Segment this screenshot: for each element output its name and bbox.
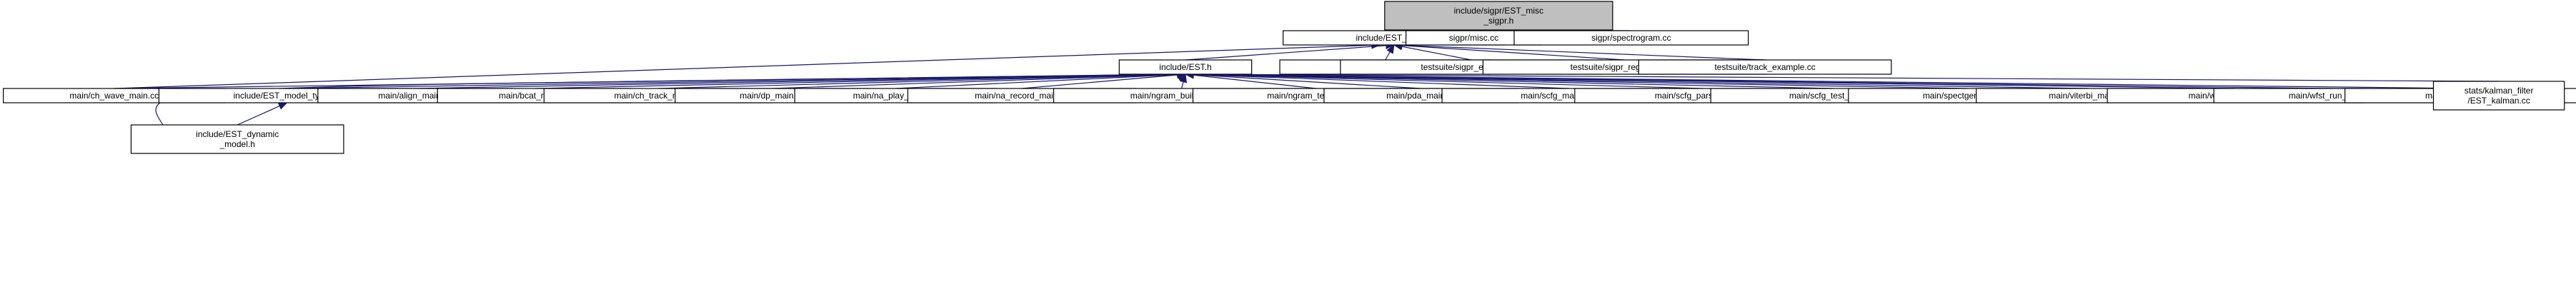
node-label-dynamic_model: include/EST_dynamic: [196, 129, 279, 139]
edge-ch_track-to-est_h: [657, 73, 1186, 89]
edge-track_example-to-est_sigpr: [1393, 44, 1766, 61]
node-box-kalman: [2432, 81, 2565, 111]
node-box-spectrogram: [1513, 30, 1749, 46]
edge-est_h-to-est_sigpr: [1185, 44, 1394, 61]
node-label-kalman: /EST_kalman.cc: [2467, 96, 2530, 106]
arrowhead-dynamic_model-to-model_types: [277, 102, 288, 110]
node-label-pda: main/pda_main.cc: [1386, 91, 1456, 101]
edge-ch_wave-to-est_sigpr: [114, 44, 1380, 89]
node-label-sigpr_misc: _sigpr.h: [1483, 16, 1513, 26]
edge-ngram_test-to-est_h: [1185, 73, 1317, 89]
node-label-dynamic_model: _model.h: [219, 139, 255, 149]
edge-align-to-est_h: [414, 73, 1186, 89]
node-label-align: main/align_main.cc: [378, 91, 452, 101]
node-label-ch_wave: main/ch_wave_main.cc: [69, 91, 159, 101]
node-label-na_record: main/na_record_main.cc: [975, 91, 1068, 101]
edge-scfg_parse-to-est_h: [1185, 73, 1704, 89]
arrowhead-dynamic_model-to-est_h: [1176, 73, 1187, 82]
edge-kalman-to-est_h: [1185, 73, 2500, 82]
edge-dynamic_model-to-model_types: [237, 102, 287, 126]
node-label-sigpr_misc_cc: sigpr/misc.cc: [1449, 33, 1498, 43]
arrowhead-sigfilter-to-est_sigpr: [1386, 44, 1395, 54]
node-box-est_h: [1118, 59, 1253, 75]
node-spectrogram[interactable]: sigpr/spectrogram.cc: [1513, 30, 1749, 46]
node-est_h[interactable]: include/EST.h: [1118, 59, 1253, 75]
node-label-spectrogram: sigpr/spectrogram.cc: [1591, 33, 1671, 43]
edge-pda-to-est_h: [1185, 73, 1421, 89]
node-box-dynamic_model: [130, 124, 344, 154]
node-label-sigpr_misc: include/sigpr/EST_misc: [1454, 6, 1543, 16]
edge-sigpr_example-to-est_sigpr: [1393, 44, 1472, 61]
node-label-est_h: include/EST.h: [1159, 62, 1211, 72]
edge-sigpr_regression-to-est_sigpr: [1393, 44, 1625, 61]
edge-wfst_train-to-est_h: [1185, 73, 2472, 89]
node-layer: include/sigpr/EST_misc_sigpr.h include/ES…: [2, 1, 2576, 154]
edge-bcat-to-est_h: [534, 73, 1186, 89]
node-label-kalman: stats/kalman_filter: [2465, 86, 2534, 96]
node-sigpr_misc: include/sigpr/EST_misc_sigpr.h: [1384, 1, 1613, 31]
node-label-model_types: include/EST_model_types.h: [234, 91, 340, 101]
node-label-track_example: testsuite/track_example.cc: [1714, 62, 1815, 72]
node-dynamic_model[interactable]: include/EST_dynamic_model.h: [130, 124, 344, 154]
node-box-sigpr_misc: [1384, 1, 1613, 31]
node-label-dp: main/dp_main.cc: [740, 91, 805, 101]
node-box-track_example: [1638, 59, 1892, 75]
edge-na_record-to-est_h: [1021, 73, 1186, 89]
node-kalman[interactable]: stats/kalman_filter/EST_kalman.cc: [2432, 81, 2565, 111]
edge-dp-to-est_h: [772, 73, 1186, 89]
node-track_example[interactable]: testsuite/track_example.cc: [1638, 59, 1892, 75]
edge-scfg_make-to-est_h: [1185, 73, 1569, 89]
edge-na_play-to-est_h: [895, 73, 1186, 89]
